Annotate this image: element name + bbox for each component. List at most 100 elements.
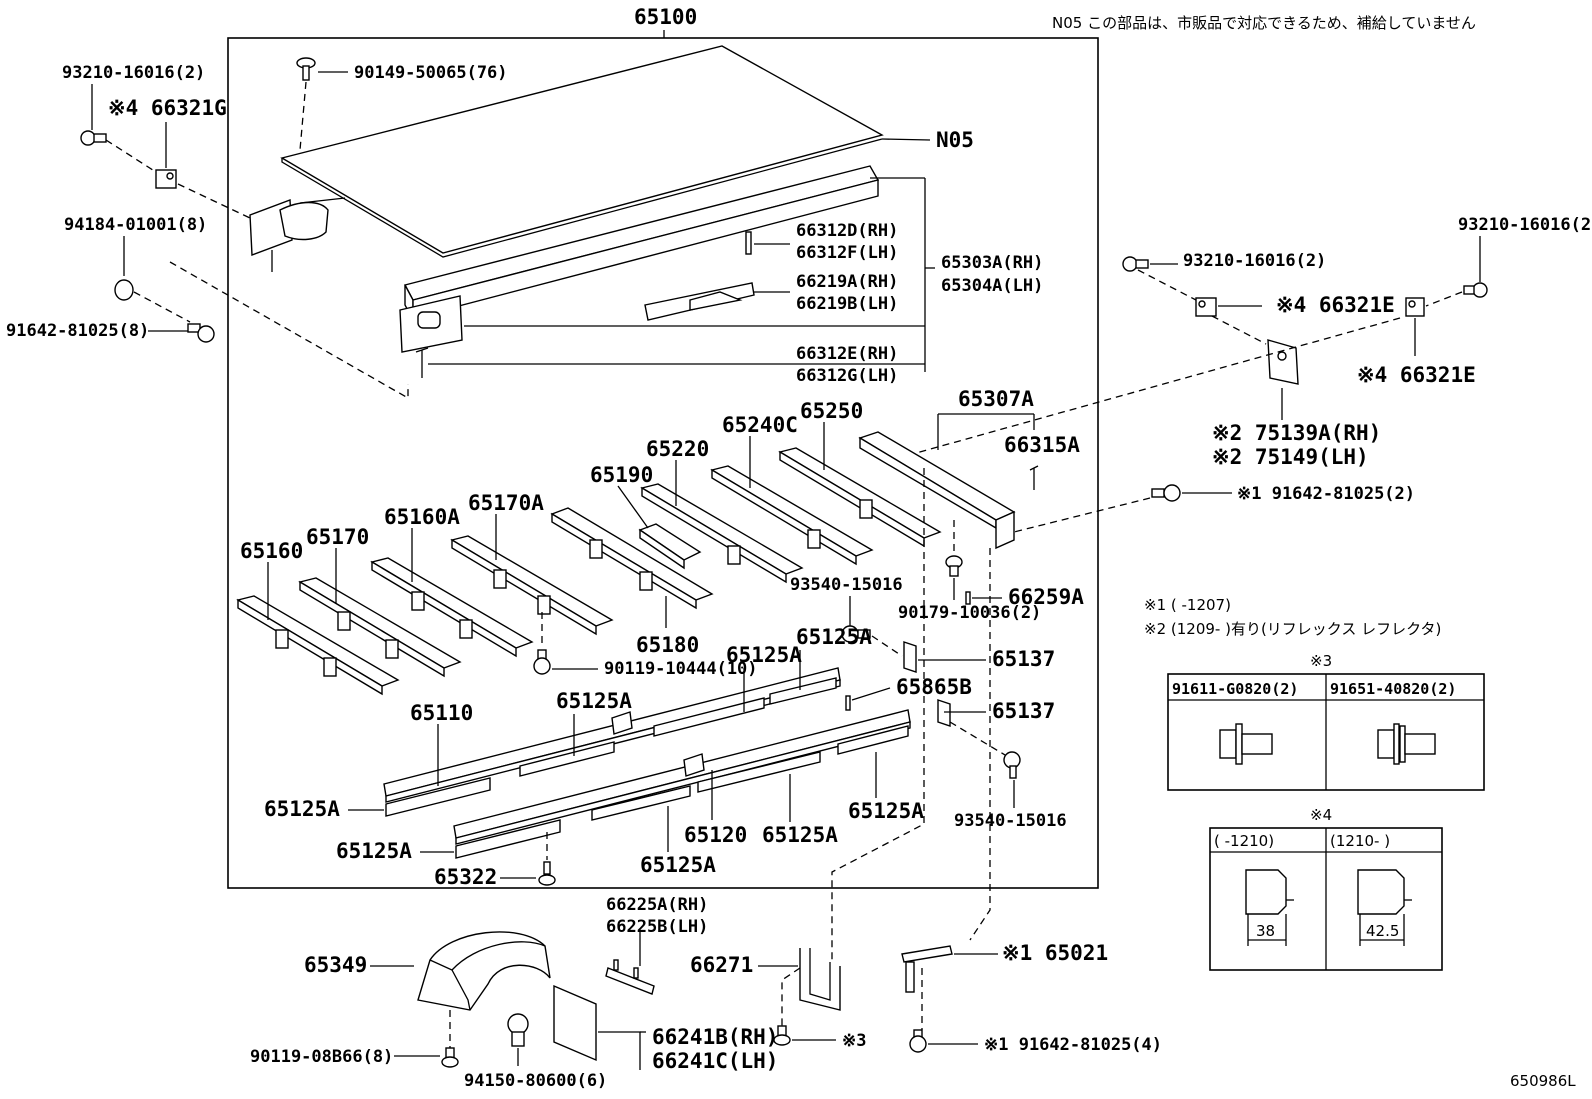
table-n4-title: ※4: [1310, 806, 1332, 824]
table-n3-col2: 91651-40820(2): [1330, 680, 1456, 698]
label-65349: 65349: [304, 953, 367, 977]
bolt-91642-4-icon: [909, 1029, 927, 1053]
crossmember-65160: [236, 595, 400, 696]
label-66271: 66271: [690, 953, 753, 977]
label-65304a: 65304A(LH): [941, 276, 1043, 296]
label-66312e: 66312E(RH): [796, 344, 898, 364]
label-90179: 90179-10036(2): [898, 603, 1041, 623]
bracket-66225a-icon: [605, 959, 655, 995]
label-65125a-2: 65125A: [726, 643, 802, 667]
label-65180: 65180: [636, 633, 699, 657]
screw-90149-icon: [296, 57, 316, 81]
label-66241c: 66241C(LH): [652, 1049, 778, 1073]
bolt-65322-icon: [538, 861, 556, 886]
wood-strip-set: [385, 677, 909, 859]
label-91642-8: 91642-81025(8): [6, 321, 149, 341]
table-n3-title: ※3: [1310, 652, 1332, 670]
label-90149: 90149-50065(76): [354, 63, 508, 83]
label-65021: ※1 65021: [1002, 941, 1108, 965]
label-93540-b: 93540-15016: [954, 811, 1067, 831]
label-66225b: 66225B(LH): [606, 917, 708, 937]
label-65125a-7: 65125A: [762, 823, 838, 847]
label-66219b: 66219B(LH): [796, 294, 898, 314]
pin-66259a-icon: [965, 591, 971, 605]
label-66321e-b: ※4 66321E: [1357, 363, 1476, 387]
stay-66271-icon: [799, 948, 841, 1011]
label-94184: 94184-01001(8): [64, 215, 207, 235]
mudguard-65349: [417, 931, 551, 1050]
nut-66321e-b-icon: [1405, 297, 1425, 317]
label-75139a: ※2 75139A(RH): [1212, 421, 1381, 445]
bolt-91651-icon: [1377, 723, 1436, 765]
footnote-1: ※1 ( -1207): [1144, 596, 1231, 614]
left-hinge-bracket: [249, 197, 346, 272]
assembly-frame: [227, 37, 1099, 889]
label-65190: 65190: [590, 463, 653, 487]
label-65865b: 65865B: [896, 675, 972, 699]
bolt-93210-tr-icon: [1463, 282, 1488, 298]
label-65307a: 65307A: [958, 387, 1034, 411]
bracket-75139a-icon: [1267, 339, 1299, 385]
label-93210-tl: 93210-16016(2): [62, 63, 205, 83]
label-65125a-1: 65125A: [796, 625, 872, 649]
label-66241b: 66241B(RH): [652, 1025, 778, 1049]
crossmember-65250: [778, 447, 942, 548]
bolt-91642-2-icon: [1151, 484, 1181, 502]
bracket-66219a: [644, 282, 755, 321]
table-n4-col2: (1210- ): [1330, 832, 1390, 850]
mudflap-66241b: [553, 984, 597, 1062]
label-94150: 94150-80600(6): [464, 1071, 607, 1091]
floor-panel-n05: [280, 45, 884, 258]
pin-66315a-icon: [1029, 465, 1039, 490]
pin-65865b-icon: [845, 695, 851, 711]
table-n4-dim2: 42.5: [1366, 922, 1399, 940]
label-65125a-8: 65125A: [848, 799, 924, 823]
label-65322: 65322: [434, 865, 497, 889]
label-65125a-4: 65125A: [264, 797, 340, 821]
crossmember-65170a: [450, 535, 614, 636]
bolt-93210-mid-icon: [1122, 256, 1149, 272]
label-65120: 65120: [684, 823, 747, 847]
label-93210-tr: 93210-16016(2): [1458, 215, 1592, 235]
label-66312f: 66312F(LH): [796, 243, 898, 263]
header-note: N05 この部品は、市販品で対応できるため、補給していません: [1052, 14, 1476, 32]
label-65303a: 65303A(RH): [941, 253, 1043, 273]
label-66321g: ※4 66321G: [108, 96, 227, 120]
label-90119-08b66: 90119-08B66(8): [250, 1047, 393, 1067]
label-66259a: 66259A: [1008, 585, 1084, 609]
crossmember-65240c: [710, 465, 874, 566]
bracket-65137-a-icon: [903, 641, 917, 673]
bolt-93540-a-icon: [841, 625, 871, 643]
bolt-91611-icon: [1219, 723, 1273, 765]
nut-pre-1210-icon: [1245, 869, 1294, 946]
label-65100: 65100: [634, 5, 697, 29]
nut-66321g-icon: [155, 169, 177, 189]
table-n3: [1167, 673, 1485, 791]
label-65250: 65250: [800, 399, 863, 423]
label-91642-2: ※1 91642-81025(2): [1237, 484, 1415, 504]
label-66321e-a: ※4 66321E: [1276, 293, 1395, 317]
label-66312g: 66312G(LH): [796, 366, 898, 386]
label-66312d: 66312D(RH): [796, 221, 898, 241]
side-rail-65303a: [399, 165, 880, 353]
nut-94150-icon: [507, 1013, 529, 1047]
label-65170a: 65170A: [468, 491, 544, 515]
crossmember-65190: [638, 523, 702, 570]
sill-65120: [453, 709, 911, 845]
bolt-93540-b-icon: [1003, 751, 1021, 779]
label-65160: 65160: [240, 539, 303, 563]
bracket-65137-b-icon: [937, 699, 951, 727]
label-65170: 65170: [306, 525, 369, 549]
label-66315a: 66315A: [1004, 433, 1080, 457]
bolt-n3-icon: [773, 1025, 791, 1046]
bolt-91642-8-icon: [187, 323, 215, 343]
label-n3-ref: ※3: [842, 1031, 866, 1051]
crossmember-65170: [298, 577, 462, 678]
footnote-2: ※2 (1209- )有り(リフレックス レフレクタ): [1144, 620, 1441, 638]
table-n3-col1: 91611-G0820(2): [1172, 680, 1298, 698]
clip-90179-icon: [945, 555, 963, 577]
pin-66312e-icon: [415, 347, 429, 378]
pin-66312d-icon: [745, 231, 752, 255]
label-n05: N05: [936, 128, 974, 152]
